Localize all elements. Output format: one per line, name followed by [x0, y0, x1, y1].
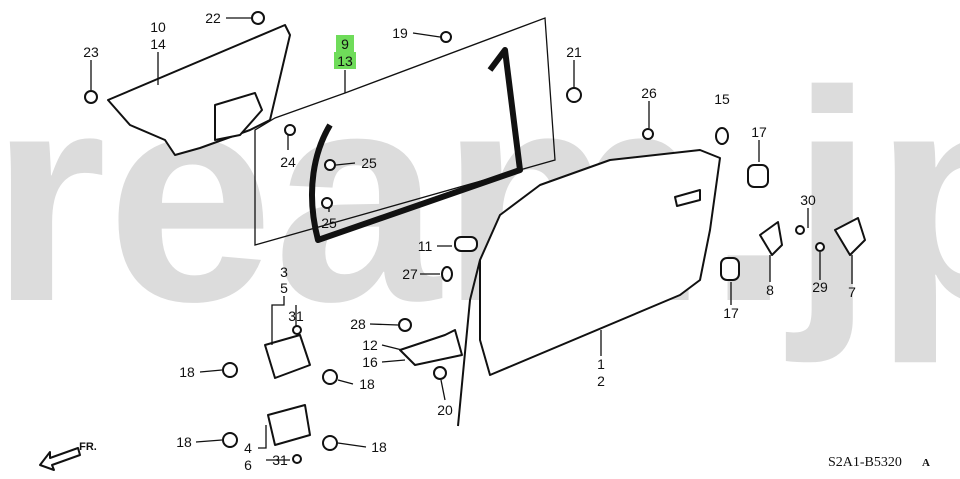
- door-checker[interactable]: [399, 329, 463, 366]
- callout-4[interactable]: 4: [244, 440, 252, 456]
- callout-18[interactable]: 18: [176, 434, 192, 450]
- o-ring-27: [441, 266, 453, 282]
- striker-8[interactable]: [759, 221, 783, 256]
- callout-19[interactable]: 19: [392, 25, 408, 41]
- callout-17[interactable]: 17: [751, 124, 767, 140]
- door-stop-rubber-upper[interactable]: [747, 164, 769, 188]
- callout-22[interactable]: 22: [205, 10, 221, 26]
- striker-7[interactable]: [834, 217, 866, 256]
- plug[interactable]: [454, 236, 478, 252]
- lining-pocket: [214, 92, 263, 141]
- callout-21[interactable]: 21: [566, 44, 582, 60]
- diagram-code-suffix: A: [922, 457, 930, 469]
- callout-9[interactable]: 9: [341, 36, 349, 52]
- callout-18[interactable]: 18: [371, 439, 387, 455]
- front-label: FR.: [79, 441, 97, 453]
- lower-hinge[interactable]: [267, 404, 311, 446]
- callout-11[interactable]: 11: [418, 238, 433, 254]
- upper-hinge[interactable]: [264, 334, 311, 379]
- callout-12[interactable]: 12: [362, 337, 378, 353]
- callout-5[interactable]: 5: [280, 280, 288, 296]
- callout-25[interactable]: 25: [361, 155, 377, 171]
- door-weatherstrip[interactable]: [309, 47, 523, 243]
- callout-23[interactable]: 23: [83, 44, 99, 60]
- callout-1[interactable]: 1: [597, 356, 605, 372]
- callout-16[interactable]: 16: [362, 354, 378, 370]
- callout-30[interactable]: 30: [800, 192, 816, 208]
- callout-28[interactable]: 28: [350, 316, 366, 332]
- callout-labels: 10 14 22 23 9 13 19 21 26 15 17 24 25 25…: [83, 10, 856, 473]
- callout-2[interactable]: 2: [597, 373, 605, 389]
- callout-24[interactable]: 24: [280, 154, 296, 170]
- diagram-code: S2A1-B5320: [828, 455, 902, 470]
- callout-18[interactable]: 18: [179, 364, 195, 380]
- door-edge: [457, 259, 481, 427]
- callout-10[interactable]: 10: [150, 19, 166, 35]
- weatherstrip-frame: [254, 17, 556, 246]
- leader-lines: [90, 17, 853, 461]
- callout-15[interactable]: 15: [714, 91, 730, 107]
- callout-26[interactable]: 26: [641, 85, 657, 101]
- o-ring-15: [715, 127, 729, 145]
- highlight-13: [334, 52, 356, 69]
- callout-6[interactable]: 6: [244, 457, 252, 473]
- callout-17[interactable]: 17: [723, 305, 739, 321]
- callout-14[interactable]: 14: [150, 36, 166, 52]
- door-handle-recess: [674, 189, 701, 207]
- callout-31[interactable]: 31: [272, 452, 288, 468]
- callout-7[interactable]: 7: [848, 284, 856, 300]
- front-direction-arrow: FR.: [39, 441, 97, 471]
- highlight-9: [336, 35, 354, 52]
- door-stop-rubber-lower[interactable]: [720, 257, 740, 281]
- callout-18[interactable]: 18: [359, 376, 375, 392]
- callout-3[interactable]: 3: [280, 264, 288, 280]
- callout-8[interactable]: 8: [766, 282, 774, 298]
- fasteners: [84, 11, 825, 464]
- door-panel[interactable]: [479, 149, 721, 376]
- callout-29[interactable]: 29: [812, 279, 828, 295]
- callout-13[interactable]: 13: [337, 53, 353, 69]
- callout-25[interactable]: 25: [321, 215, 337, 231]
- callout-27[interactable]: 27: [402, 266, 418, 282]
- callout-20[interactable]: 20: [437, 402, 453, 418]
- callout-31[interactable]: 31: [288, 308, 304, 324]
- arrow-left-icon: [39, 447, 81, 471]
